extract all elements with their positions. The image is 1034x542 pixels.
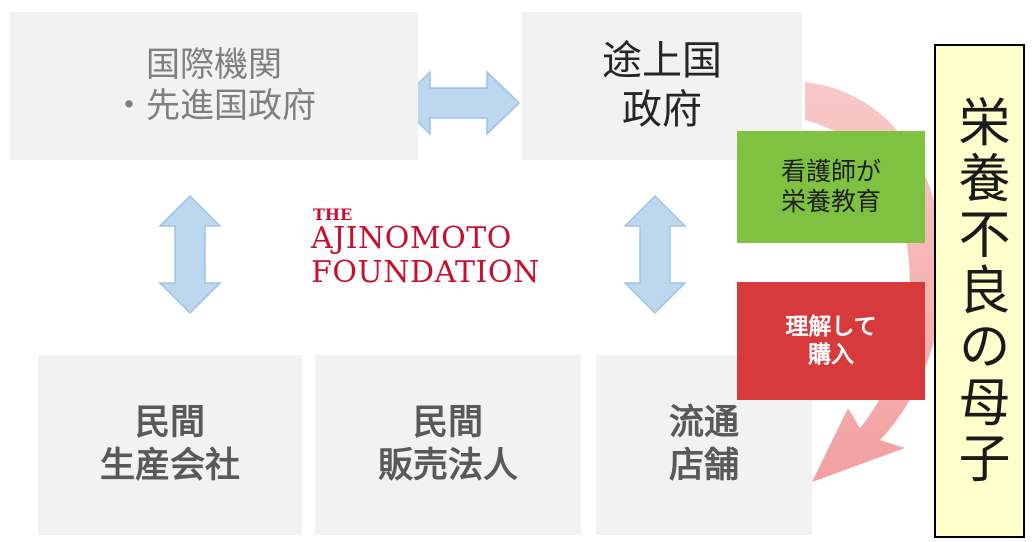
ajinomoto-foundation-logo: THE AJINOMOTO FOUNDATION	[275, 187, 600, 313]
intl-orgs-node: 国際機関 ・先進国政府	[10, 12, 418, 160]
private-sales-line-1: 民間	[412, 403, 483, 444]
understand-purchase-line-2: 購入	[808, 342, 854, 368]
double-arrow-vertical-right	[623, 194, 687, 315]
malnourished-mother-child-text: 栄養不良の母子	[949, 95, 1009, 487]
logo-the: THE	[313, 205, 353, 224]
retail-store-line-2: 店舗	[668, 446, 739, 486]
retail-store-line-1: 流通	[668, 403, 739, 444]
double-arrow-vertical-left	[158, 194, 222, 315]
logo-line-1: AJINOMOTO	[311, 221, 512, 256]
private-producer-line-1: 民間	[134, 403, 205, 444]
understand-purchase-label: 理解して 購入	[737, 282, 925, 400]
nutrition-education-label: 看護師が 栄養教育	[737, 131, 925, 243]
logo-line-2: FOUNDATION	[311, 255, 540, 290]
private-producer-line-2: 生産会社	[99, 446, 240, 486]
private-producer-node: 民間 生産会社	[38, 355, 302, 535]
private-sales-line-2: 販売法人	[377, 446, 518, 486]
nutrition-education-line-1: 看護師が	[780, 156, 881, 186]
double-arrow-horizontal	[396, 70, 521, 136]
nutrition-education-line-2: 栄養教育	[780, 187, 881, 216]
developing-gov-line-2: 政府	[622, 87, 702, 133]
intl-orgs-line-1: 国際機関	[146, 44, 282, 85]
intl-orgs-line-2: ・先進国政府	[112, 86, 316, 126]
understand-purchase-line-1: 理解して	[785, 313, 877, 340]
malnourished-mother-child-box: 栄養不良の母子	[934, 44, 1025, 538]
developing-gov-line-1: 途上国	[602, 38, 722, 85]
private-sales-node: 民間 販売法人	[315, 355, 581, 535]
